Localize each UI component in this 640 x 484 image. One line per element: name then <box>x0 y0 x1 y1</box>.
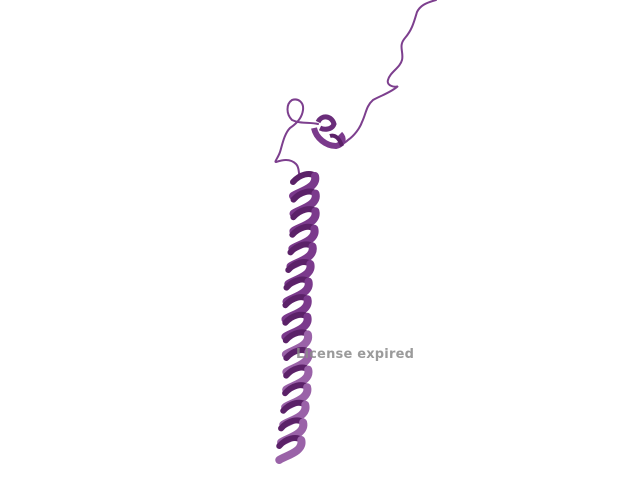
long-helix <box>275 171 320 464</box>
small-helix <box>311 114 346 150</box>
helix-turn-front <box>275 436 306 464</box>
coil-loop <box>274 98 319 177</box>
watermark-text: License expired <box>296 347 415 362</box>
coil-tail <box>332 0 437 147</box>
